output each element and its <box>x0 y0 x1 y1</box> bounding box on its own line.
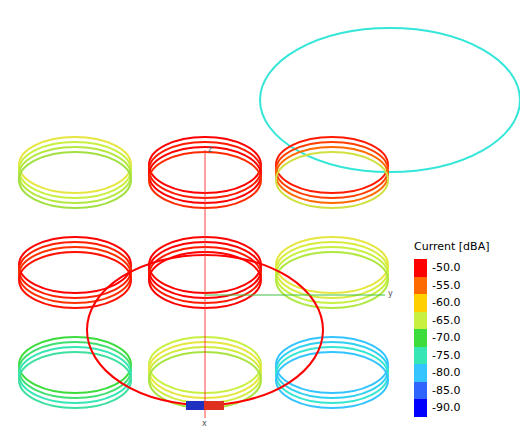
legend-value: -65.0 <box>432 315 460 326</box>
legend-value: -90.0 <box>432 402 460 413</box>
color-swatch <box>414 329 427 347</box>
legend-value: -75.0 <box>432 350 460 361</box>
legend-value: -80.0 <box>432 367 460 378</box>
port-symbol <box>204 401 224 410</box>
port-symbol <box>186 401 204 410</box>
axis-label: z <box>208 146 212 154</box>
coil <box>276 337 388 408</box>
coil <box>19 337 131 408</box>
coil <box>19 137 131 208</box>
color-swatch <box>414 312 427 330</box>
legend-value: -60.0 <box>432 297 460 308</box>
legend-value: -50.0 <box>432 262 460 273</box>
color-swatch <box>414 399 427 417</box>
coil <box>19 237 131 308</box>
axis-label: x <box>202 420 207 428</box>
color-swatch <box>414 277 427 295</box>
axis-label: y <box>388 290 393 298</box>
coil <box>276 137 388 208</box>
y-axis <box>205 295 385 296</box>
color-swatch <box>414 259 427 277</box>
color-swatch <box>414 294 427 312</box>
color-swatch <box>414 364 427 382</box>
legend-value: -55.0 <box>432 280 460 291</box>
color-swatch <box>414 347 427 365</box>
receiver-loop <box>260 28 520 172</box>
color-swatch <box>414 382 427 400</box>
coil <box>276 237 388 308</box>
z-axis <box>205 150 206 418</box>
legend-value: -85.0 <box>432 385 460 396</box>
legend-value: -70.0 <box>432 332 460 343</box>
legend-title: Current [dBA] <box>414 241 489 252</box>
